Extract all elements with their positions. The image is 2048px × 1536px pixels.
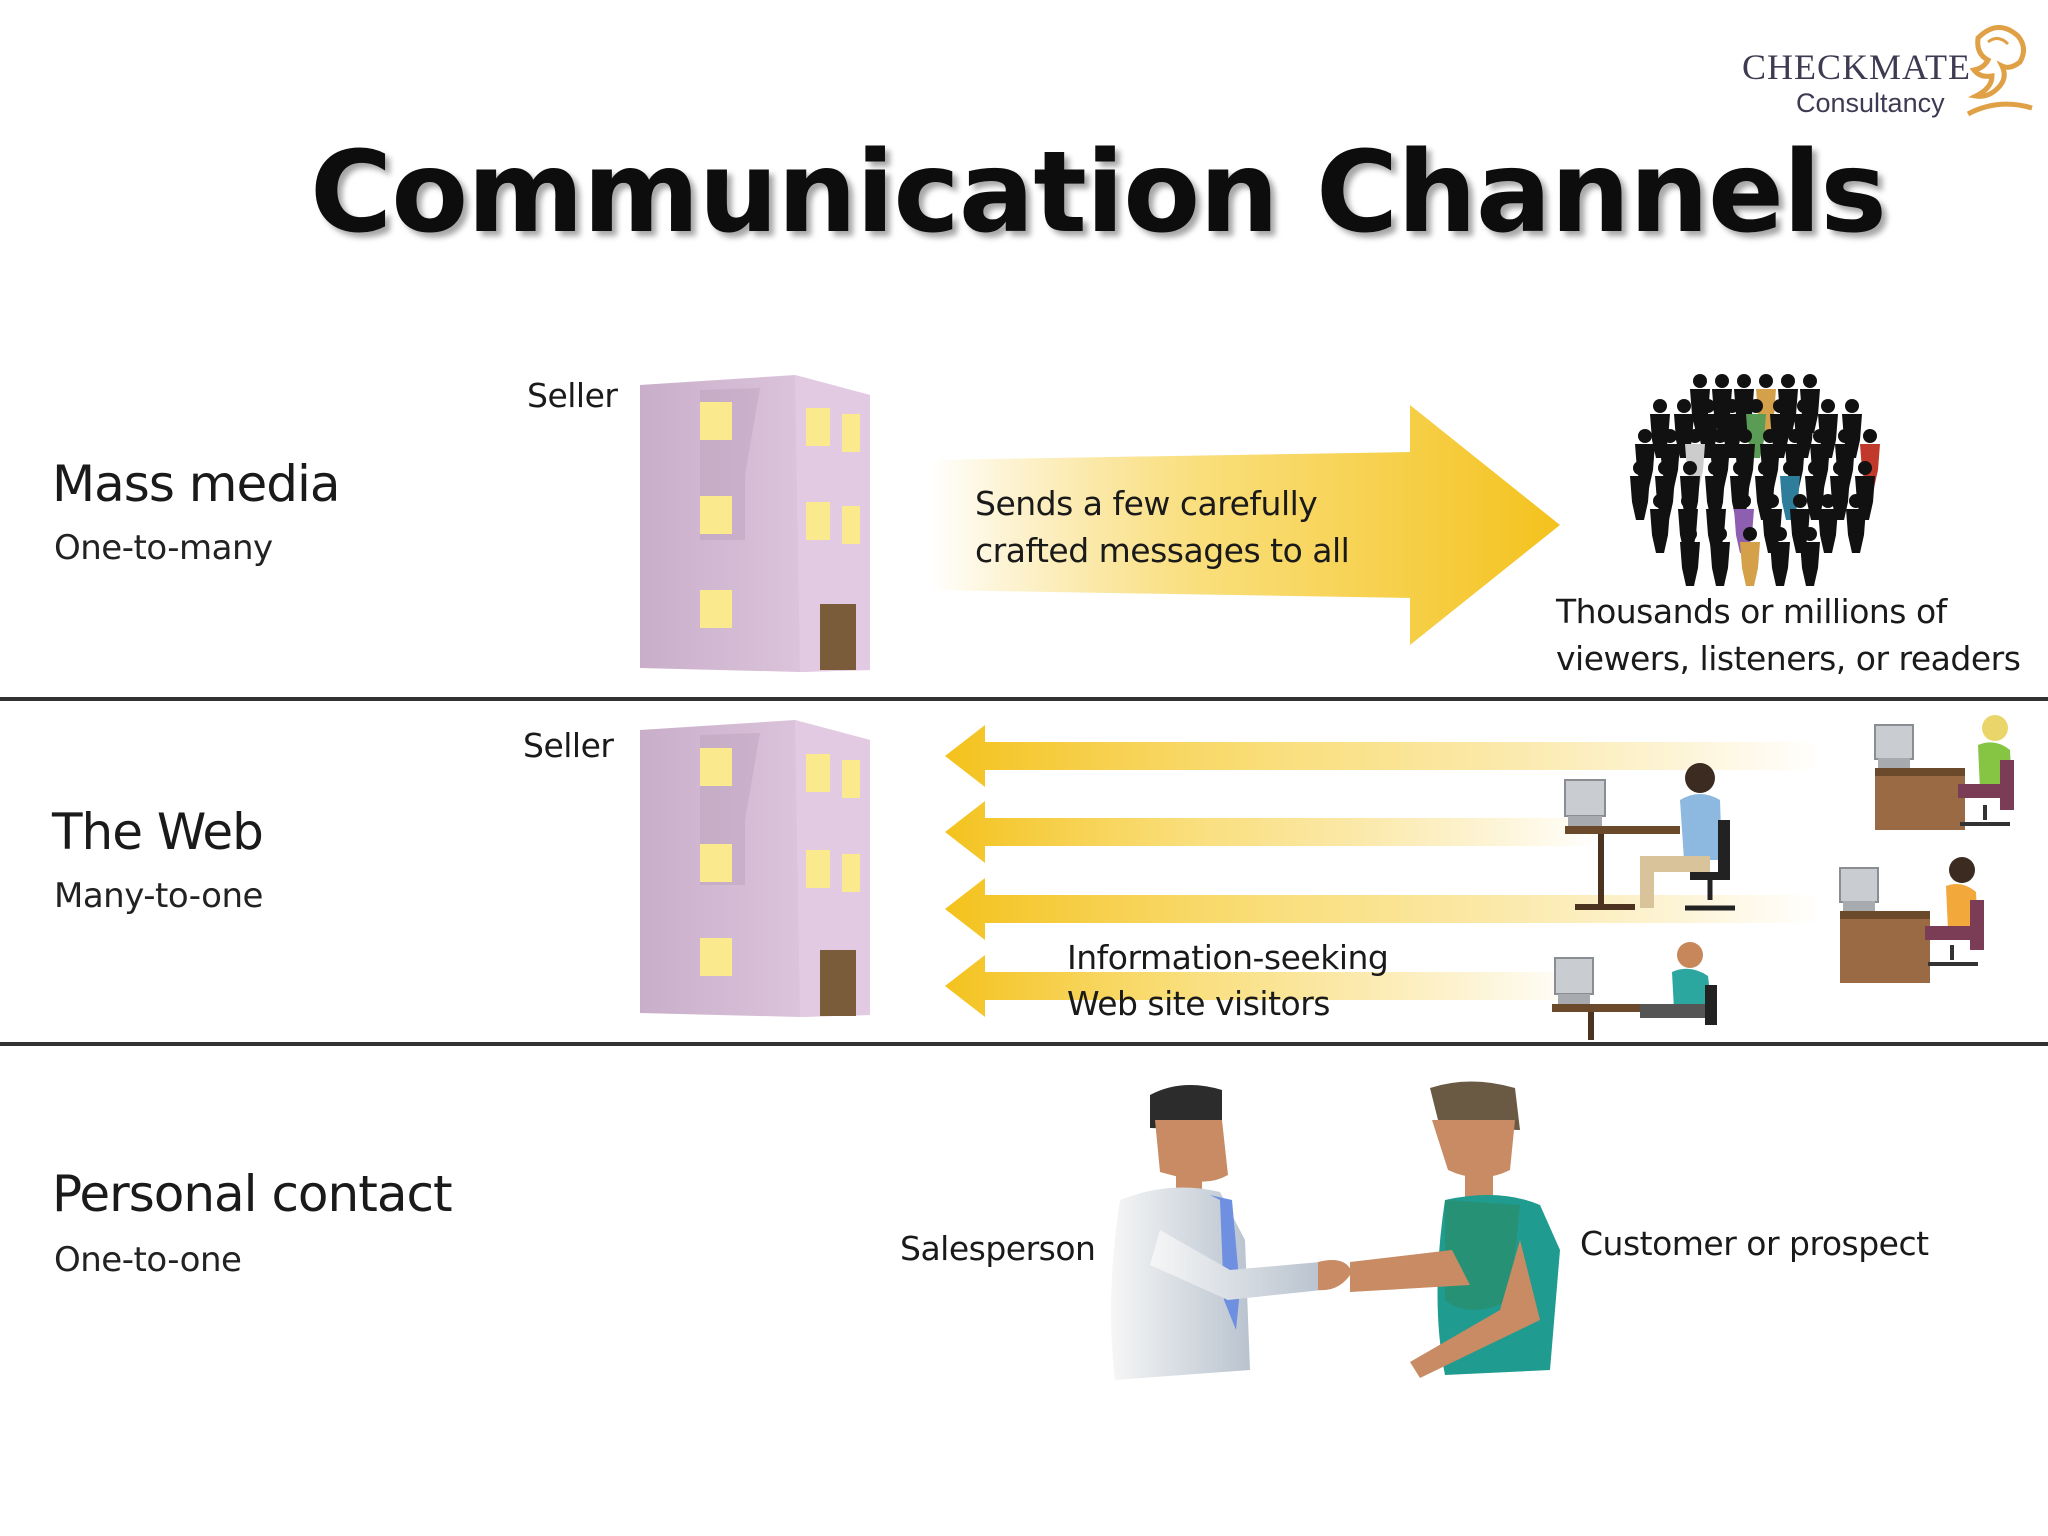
mass-media-title: Mass media	[52, 455, 341, 513]
person-body	[1846, 509, 1866, 553]
person-body	[1650, 509, 1670, 553]
broadcast-message-line2: crafted messages to all	[975, 531, 1350, 570]
row-divider	[0, 1042, 2048, 1046]
web-subtitle: Many-to-one	[54, 876, 263, 916]
audience-line2: viewers, listeners, or readers	[1556, 639, 2021, 678]
person-head	[1793, 494, 1807, 508]
person-head	[1737, 494, 1751, 508]
person-head	[1733, 461, 1747, 475]
person-head	[1773, 527, 1787, 541]
row-divider	[0, 697, 2048, 701]
person-head	[1638, 429, 1652, 443]
person-head	[1658, 461, 1672, 475]
seller-building-icon	[640, 375, 870, 672]
person-head	[1681, 494, 1695, 508]
person-head	[1713, 429, 1727, 443]
person-head	[1788, 429, 1802, 443]
broadcast-message-line1: Sends a few carefully	[975, 484, 1318, 523]
web-seller-label: Seller	[523, 726, 614, 765]
customer-label: Customer or prospect	[1580, 1224, 1929, 1263]
person-head	[1683, 461, 1697, 475]
person-head	[1677, 399, 1691, 413]
person-head	[1759, 374, 1773, 388]
logo-subtitle: Consultancy	[1796, 88, 1945, 118]
person-head	[1758, 461, 1772, 475]
seller-label: Seller	[527, 376, 618, 415]
salesperson-label: Salesperson	[900, 1229, 1096, 1268]
person-body	[1770, 542, 1790, 586]
web-visitors-line1: Information-seeking	[1067, 938, 1389, 977]
person-body	[1680, 542, 1700, 586]
audience-line1: Thousands or millions of	[1556, 592, 1947, 631]
person-head	[1765, 494, 1779, 508]
person-head	[1743, 527, 1757, 541]
logo: CHECKMATE Consultancy	[1740, 25, 2040, 130]
person-head	[1773, 399, 1787, 413]
web-visitors-line2: Web site visitors	[1067, 984, 1330, 1023]
person-body	[1740, 542, 1760, 586]
person-head	[1713, 527, 1727, 541]
person-head	[1653, 399, 1667, 413]
person-head	[1813, 429, 1827, 443]
person-head	[1838, 429, 1852, 443]
person-head	[1858, 461, 1872, 475]
personal-contact-title: Personal contact	[52, 1165, 453, 1223]
person-head	[1709, 494, 1723, 508]
web-title: The Web	[52, 803, 264, 861]
person-head	[1803, 374, 1817, 388]
web-request-arrows	[945, 725, 1820, 1017]
personal-contact-subtitle: One-to-one	[54, 1240, 242, 1280]
person-head	[1737, 374, 1751, 388]
person-head	[1821, 494, 1835, 508]
person-head	[1633, 461, 1647, 475]
web-visitor-icons	[1552, 715, 2014, 1040]
person-head	[1688, 429, 1702, 443]
person-head	[1663, 429, 1677, 443]
logo-wordmark: CHECKMATE	[1742, 47, 1972, 87]
person-head	[1833, 461, 1847, 475]
person-body	[1800, 542, 1820, 586]
person-head	[1781, 374, 1795, 388]
person-head	[1738, 429, 1752, 443]
person-head	[1797, 399, 1811, 413]
person-head	[1808, 461, 1822, 475]
broadcast-arrow-icon	[930, 405, 1560, 645]
person-head	[1803, 527, 1817, 541]
crowd-icon	[1630, 374, 1880, 586]
person-head	[1849, 494, 1863, 508]
person-head	[1693, 374, 1707, 388]
person-head	[1863, 429, 1877, 443]
person-head	[1749, 399, 1763, 413]
person-head	[1725, 399, 1739, 413]
person-body	[1818, 509, 1838, 553]
person-body	[1710, 542, 1730, 586]
mass-media-subtitle: One-to-many	[54, 528, 273, 568]
person-head	[1845, 399, 1859, 413]
person-head	[1701, 399, 1715, 413]
person-head	[1683, 527, 1697, 541]
handshake-icon	[1111, 1081, 1560, 1380]
person-head	[1653, 494, 1667, 508]
person-head	[1821, 399, 1835, 413]
web-seller-building-icon	[640, 720, 870, 1017]
page-title: Communication Channels	[310, 128, 1887, 258]
person-head	[1763, 429, 1777, 443]
person-head	[1783, 461, 1797, 475]
knight-logo-icon	[1966, 25, 2033, 117]
person-head	[1708, 461, 1722, 475]
person-head	[1715, 374, 1729, 388]
person-body	[1630, 476, 1650, 520]
